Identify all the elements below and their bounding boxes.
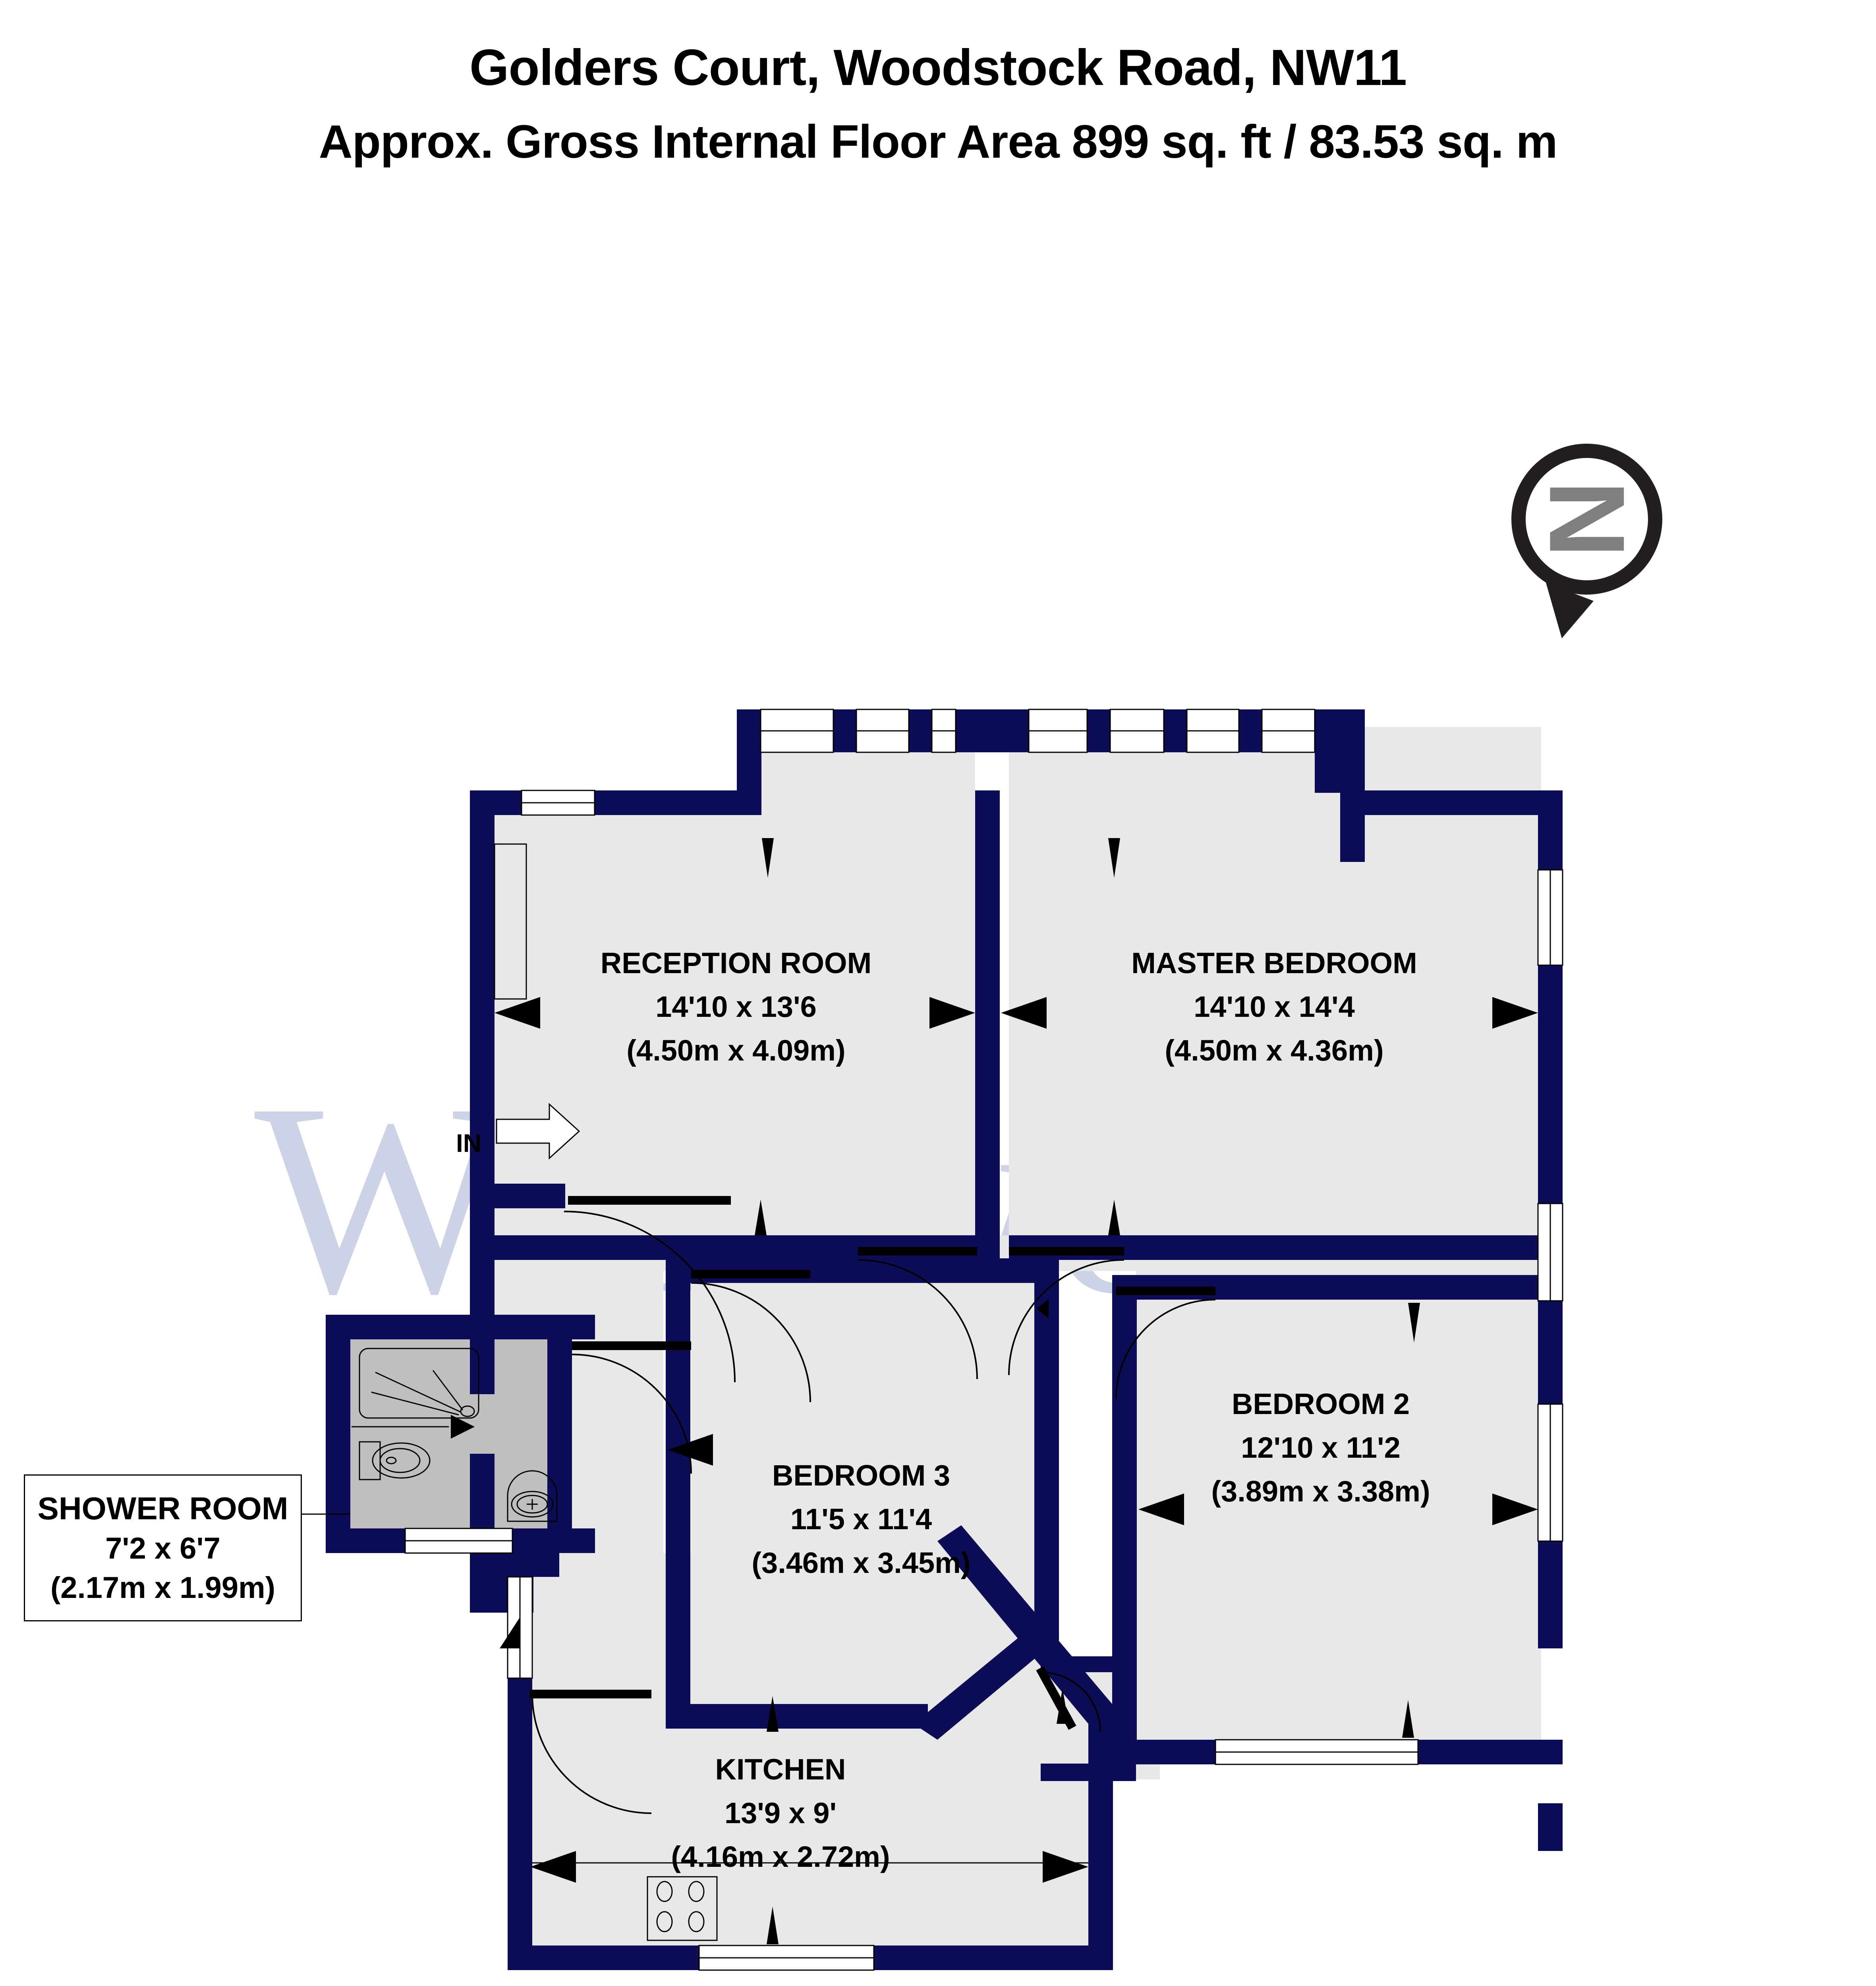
dimension-markers	[495, 838, 1538, 1944]
kitchen-dim-metric: (4.16m x 2.72m)	[671, 1840, 890, 1873]
compass-pointer-icon	[1546, 583, 1594, 638]
page-title: Golders Court, Woodstock Road, NW11	[469, 39, 1407, 96]
windows	[404, 709, 1563, 1971]
shower-room-callout: SHOWER ROOM 7'2 x 6'7 (2.17m x 1.99m)	[24, 1474, 302, 1621]
toilet-icon	[359, 1441, 431, 1480]
kitchen-name: KITCHEN	[715, 1753, 846, 1786]
compass-north-letter: N	[1527, 481, 1647, 558]
wash-basin-icon	[507, 1470, 558, 1522]
kitchen-dim-imperial: 13'9 x 9'	[725, 1797, 837, 1830]
entrance-marker: IN	[456, 1103, 580, 1160]
room-fills	[495, 727, 1541, 1946]
shower-room-name: SHOWER ROOM	[37, 1491, 288, 1526]
bedroom-3-dim-imperial: 11'5 x 11'4	[790, 1503, 932, 1536]
shower-room-fill	[350, 1339, 548, 1529]
shower-room-dim-imperial: 7'2 x 6'7	[105, 1532, 220, 1566]
bedroom-2-dim-metric: (3.89m x 3.38m)	[1211, 1475, 1430, 1508]
kitchen-fixtures	[532, 1862, 1088, 1941]
floor-plan-drawing: Winkworth	[0, 616, 1876, 1986]
reception-room-dim-metric: (4.50m x 4.09m)	[626, 1034, 845, 1067]
room-labels: RECEPTION ROOM 14'10 x 13'6 (4.50m x 4.0…	[601, 947, 1430, 1873]
shower-room-dim-metric: (2.17m x 1.99m)	[50, 1571, 276, 1605]
bedroom-3-name: BEDROOM 3	[772, 1459, 950, 1492]
shower-tray-icon	[359, 1348, 479, 1419]
bedroom-2-name: BEDROOM 2	[1232, 1387, 1410, 1420]
reception-room-name: RECEPTION ROOM	[601, 947, 871, 979]
master-bedroom-dim-metric: (4.50m x 4.36m)	[1165, 1034, 1383, 1067]
reception-room-dim-imperial: 14'10 x 13'6	[655, 990, 817, 1023]
floor-area-subtitle: Approx. Gross Internal Floor Area 899 sq…	[319, 116, 1557, 168]
bedroom-3-dim-metric: (3.46m x 3.45m)	[752, 1546, 970, 1579]
bedroom-2-dim-imperial: 12'10 x 11'2	[1241, 1431, 1400, 1464]
master-bedroom-dim-imperial: 14'10 x 14'4	[1194, 990, 1355, 1023]
door-leaves	[529, 1196, 1215, 1730]
arrow-right-icon	[496, 1103, 580, 1160]
hob-icon	[647, 1876, 718, 1941]
entrance-label: IN	[456, 1129, 481, 1157]
master-bedroom-name: MASTER BEDROOM	[1131, 947, 1417, 979]
compass-rose: N	[1501, 435, 1672, 641]
shower-room-fixtures	[302, 1348, 558, 1522]
header: Golders Court, Woodstock Road, NW11 Appr…	[0, 38, 1876, 170]
radiator-icon	[494, 843, 527, 1000]
compass-ring-icon	[1511, 444, 1662, 595]
